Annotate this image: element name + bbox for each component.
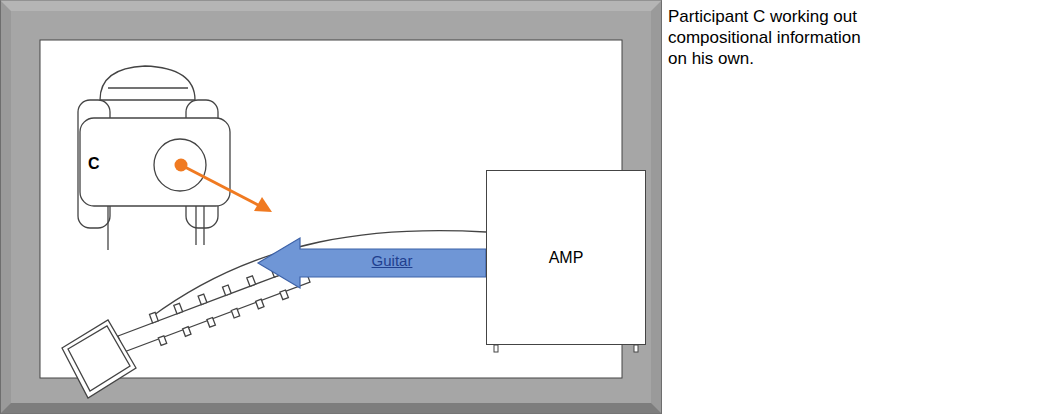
guitar-peg bbox=[198, 294, 207, 305]
guitar-body bbox=[62, 320, 136, 398]
box-label: AMP bbox=[549, 249, 584, 267]
gaze-line bbox=[181, 165, 260, 206]
amp-box: AMP bbox=[486, 170, 646, 345]
chair-leg bbox=[107, 206, 108, 250]
amp-foot bbox=[634, 345, 638, 352]
arrow-label: Guitar bbox=[370, 252, 415, 269]
amp-foot bbox=[494, 345, 498, 352]
gaze-origin bbox=[175, 159, 188, 172]
guitar-peg bbox=[223, 285, 232, 296]
participant-chair: C bbox=[62, 62, 258, 272]
guitar-fret-peg bbox=[231, 308, 239, 318]
guitar-body-inner bbox=[68, 326, 130, 391]
chair bbox=[78, 66, 230, 250]
guitar-fret-peg bbox=[207, 318, 216, 328]
frame-bevel bbox=[1, 403, 662, 414]
frame-border bbox=[1, 1, 662, 414]
frame-bevel bbox=[1, 1, 662, 12]
gaze-arrowhead bbox=[254, 197, 272, 212]
guitar-neck bbox=[118, 266, 310, 352]
caption: Participant C working out compositional … bbox=[668, 6, 883, 69]
chair-leg bbox=[195, 206, 196, 245]
guitar-pegs bbox=[150, 267, 289, 346]
guitar-fret-peg bbox=[256, 299, 264, 309]
guitar-peg bbox=[174, 303, 183, 314]
frame-inner bbox=[11, 11, 651, 403]
guitar-peg bbox=[150, 312, 159, 323]
guitar-peg bbox=[247, 276, 256, 287]
participant-head bbox=[154, 139, 206, 191]
guitar-fret-peg bbox=[158, 336, 166, 346]
chair-back-line bbox=[108, 87, 188, 88]
chair-seat bbox=[80, 118, 230, 206]
chair-leg bbox=[203, 206, 204, 245]
guitar-fret-peg bbox=[183, 327, 191, 337]
guitar bbox=[62, 266, 310, 398]
chair-back bbox=[100, 66, 195, 100]
guitar-fret-peg bbox=[280, 290, 289, 300]
block-arrow bbox=[258, 238, 486, 288]
participant-label: C bbox=[88, 155, 100, 173]
